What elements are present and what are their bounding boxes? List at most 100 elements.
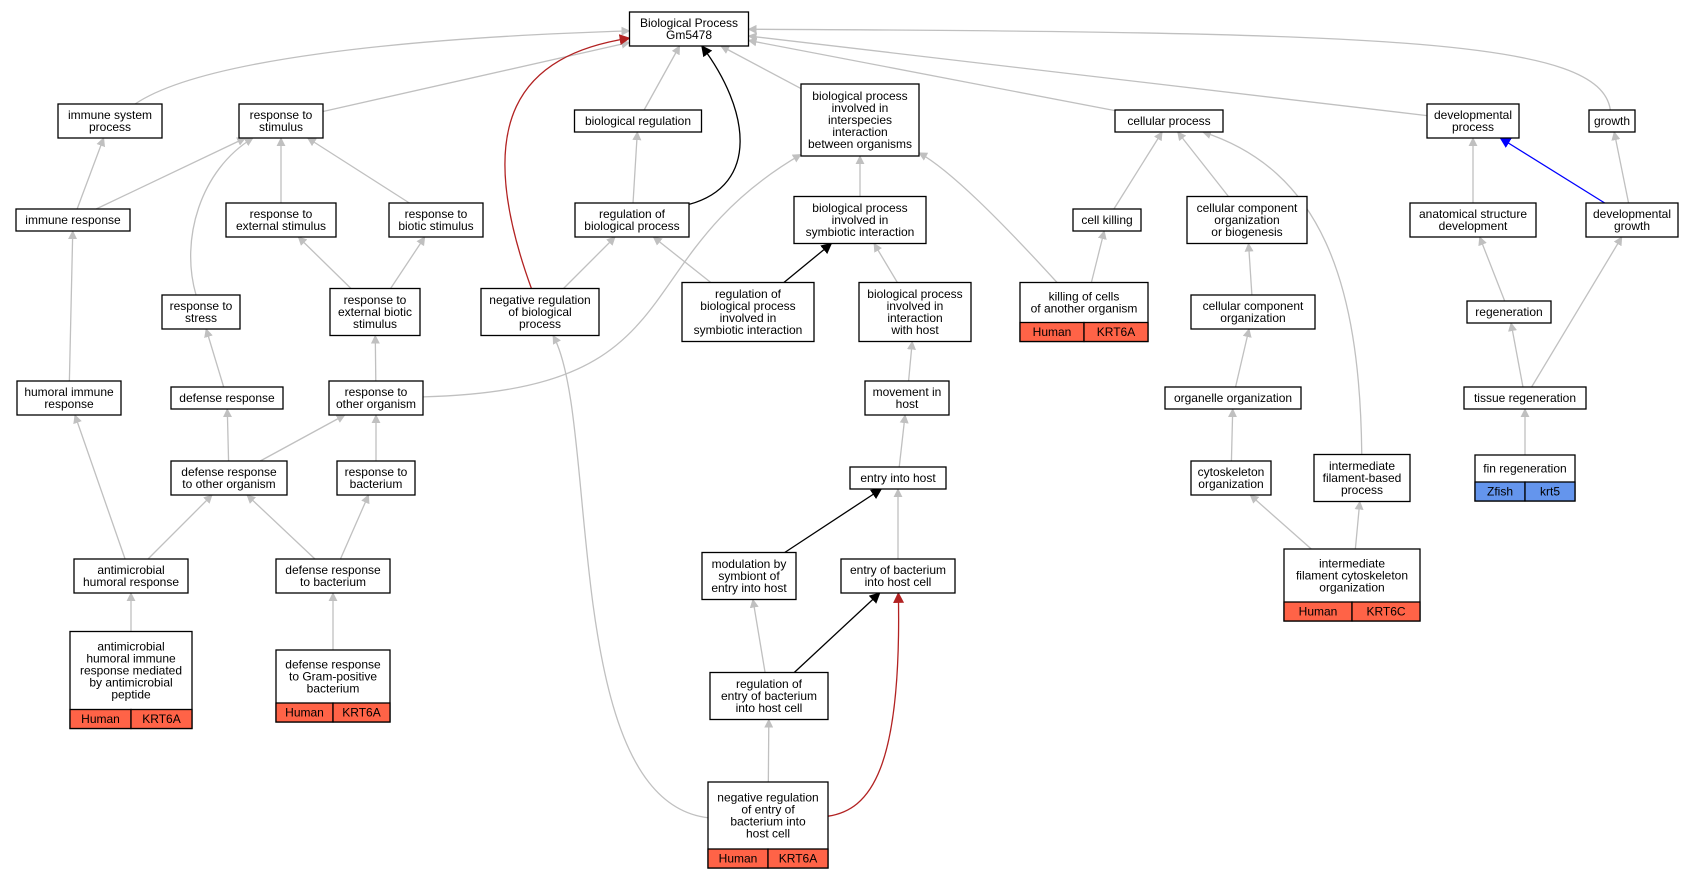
edge-rts-to-bp <box>322 39 631 113</box>
term-box <box>1426 103 1520 139</box>
species-label: Zfish <box>1487 485 1513 499</box>
term-box <box>161 294 241 330</box>
go-term-node-regen[interactable]: regeneration <box>1466 300 1552 324</box>
term-label-line: biological process <box>867 287 962 301</box>
term-label-line: antimicrobial <box>97 640 164 654</box>
edge-cco-to-ccob <box>1244 242 1254 296</box>
term-label-line: organelle organization <box>1174 391 1292 405</box>
term-label-line: regulation of <box>599 207 666 221</box>
edge-ck-to-cp <box>1113 131 1163 210</box>
term-label-line: response to <box>344 293 407 307</box>
go-term-node-ck[interactable]: cell killing <box>1072 208 1142 232</box>
term-label-line: humoral immune <box>24 385 114 399</box>
term-label-line: Biological Process <box>640 16 738 30</box>
term-box <box>73 558 189 594</box>
term-box <box>15 208 131 232</box>
term-label-line: involved in <box>887 299 944 313</box>
go-term-node-treg[interactable]: tissue regeneration <box>1463 386 1587 410</box>
edge-nrebihc-to-nrbp <box>552 334 709 819</box>
term-label-line: interaction <box>887 311 942 325</box>
term-box <box>238 103 324 139</box>
edge-rbp-to-breg <box>632 131 642 204</box>
term-label-line: symbiotic interaction <box>694 323 803 337</box>
term-label-line: filament cytoskeleton <box>1296 569 1408 583</box>
edge-rbpsi-to-bpsi <box>783 242 833 284</box>
term-box <box>574 202 690 238</box>
edge-dg-to-gr <box>1611 131 1630 204</box>
term-label-line: cell killing <box>1081 213 1132 227</box>
term-box <box>480 287 600 337</box>
term-label-line: process <box>1452 120 1494 134</box>
term-label-line: biological process <box>700 299 795 313</box>
term-label-line: process <box>1341 483 1383 497</box>
term-label-line: biological process <box>812 201 907 215</box>
go-term-node-breg[interactable]: biological regulation <box>573 109 703 133</box>
go-term-node-defr[interactable]: defense response <box>170 386 284 410</box>
term-box <box>800 83 920 157</box>
go-term-node-cp[interactable]: cellular process <box>1114 109 1224 133</box>
term-label-line: to Gram-positive <box>289 670 377 684</box>
go-term-node-oo[interactable]: organelle organization <box>1164 386 1302 410</box>
term-label-line: of entry of <box>741 803 795 817</box>
edge-drtb-to-drtoo <box>246 494 316 560</box>
term-label-line: response to <box>345 465 408 479</box>
term-box <box>170 386 284 410</box>
species-label: Human <box>719 852 758 866</box>
edge-hir-to-ir <box>68 230 78 382</box>
go-term-node-gr[interactable]: growth <box>1588 109 1636 133</box>
term-label-line: entry into host <box>860 471 936 485</box>
term-label-line: stimulus <box>259 120 303 134</box>
term-box <box>628 11 750 47</box>
term-label-line: interaction <box>832 125 887 139</box>
term-label-line: process <box>89 120 131 134</box>
term-box <box>701 551 797 601</box>
term-label-line: external stimulus <box>236 219 326 233</box>
term-box <box>57 103 163 139</box>
edge-bpii-to-bp <box>720 45 802 90</box>
go-term-node-eih[interactable]: entry into host <box>849 466 947 490</box>
go-term-node-ir[interactable]: immune response <box>15 208 131 232</box>
term-label-line: bacterium <box>307 682 360 696</box>
term-label-line: symbiont of <box>718 569 780 583</box>
edge-rtbs-to-rts <box>306 137 410 204</box>
edge-drtb-to-rtb <box>339 494 370 560</box>
term-box <box>573 109 703 133</box>
